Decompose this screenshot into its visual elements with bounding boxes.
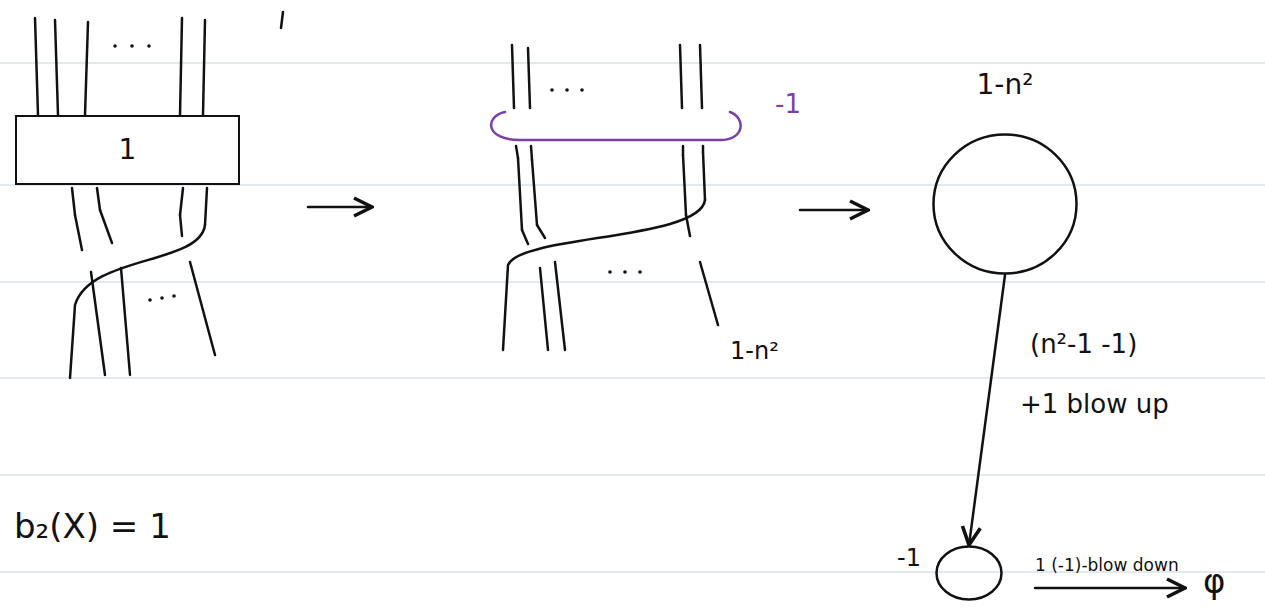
move-note: (n²-1 -1): [1030, 330, 1137, 359]
paper-line: [0, 474, 1265, 475]
tick-mark: [281, 12, 283, 28]
formula: b₂(X) = 1: [14, 508, 171, 545]
strand: [518, 158, 522, 230]
move-note: +1 blow up: [1020, 390, 1169, 419]
dot: [147, 44, 151, 48]
circle-outline: [932, 133, 1078, 275]
dot: [580, 88, 584, 92]
dot: [148, 298, 152, 302]
dot: [172, 294, 176, 298]
dot: [160, 296, 164, 300]
framing-label: -1: [775, 90, 801, 119]
strand: [522, 230, 548, 350]
dot: [608, 270, 612, 274]
dot: [565, 88, 569, 92]
circle-outline: [937, 547, 1002, 600]
paper-line: [0, 281, 1265, 282]
strand: [97, 188, 100, 210]
strand: [700, 45, 703, 152]
arrow: [1035, 587, 1185, 590]
crossing-strand: [503, 200, 705, 350]
strand: [532, 160, 537, 225]
strand: [703, 152, 705, 200]
strand: [72, 188, 75, 215]
paper-line: [0, 377, 1265, 378]
strand: [55, 20, 58, 115]
framing-label: 1-n²: [730, 338, 779, 364]
unknot-circle: -1: [935, 545, 1003, 601]
strand: [203, 20, 205, 115]
arrow: [800, 209, 868, 212]
crossing-strand: [70, 225, 205, 378]
left-braid: [35, 12, 283, 378]
dot: [113, 44, 117, 48]
node-text: 1-n²: [977, 70, 1034, 101]
strand: [683, 155, 686, 215]
move-arrows: [308, 207, 1185, 588]
strand: [100, 210, 130, 375]
circle-outline: [935, 545, 1003, 601]
middle-braid: [491, 45, 740, 350]
node-text: 1: [119, 135, 137, 166]
strand: [205, 188, 207, 225]
circle-outline: [934, 135, 1077, 274]
twist-box: 1: [15, 115, 240, 185]
dot: [638, 270, 642, 274]
strand: [180, 18, 182, 115]
strand: [686, 215, 718, 325]
dot: [550, 88, 554, 92]
strand: [75, 215, 105, 375]
arrow: [308, 206, 372, 209]
node-text: -1: [897, 545, 921, 571]
unknot: [491, 112, 740, 140]
move-note: 1 (-1)-blow down: [1035, 556, 1179, 575]
strand: [537, 225, 565, 350]
paper-lines: [0, 63, 1265, 572]
unknot-circle: 1-n²: [932, 133, 1078, 275]
strand: [680, 45, 683, 155]
strand: [180, 188, 183, 215]
dot: [130, 44, 134, 48]
strand: [180, 215, 215, 355]
dot: [623, 270, 627, 274]
empty-set: φ: [1203, 563, 1225, 600]
strand: [35, 18, 38, 115]
strand: [85, 22, 88, 115]
move-arrow: [969, 275, 1005, 545]
paper-line: [0, 62, 1265, 63]
strand: [528, 48, 532, 160]
